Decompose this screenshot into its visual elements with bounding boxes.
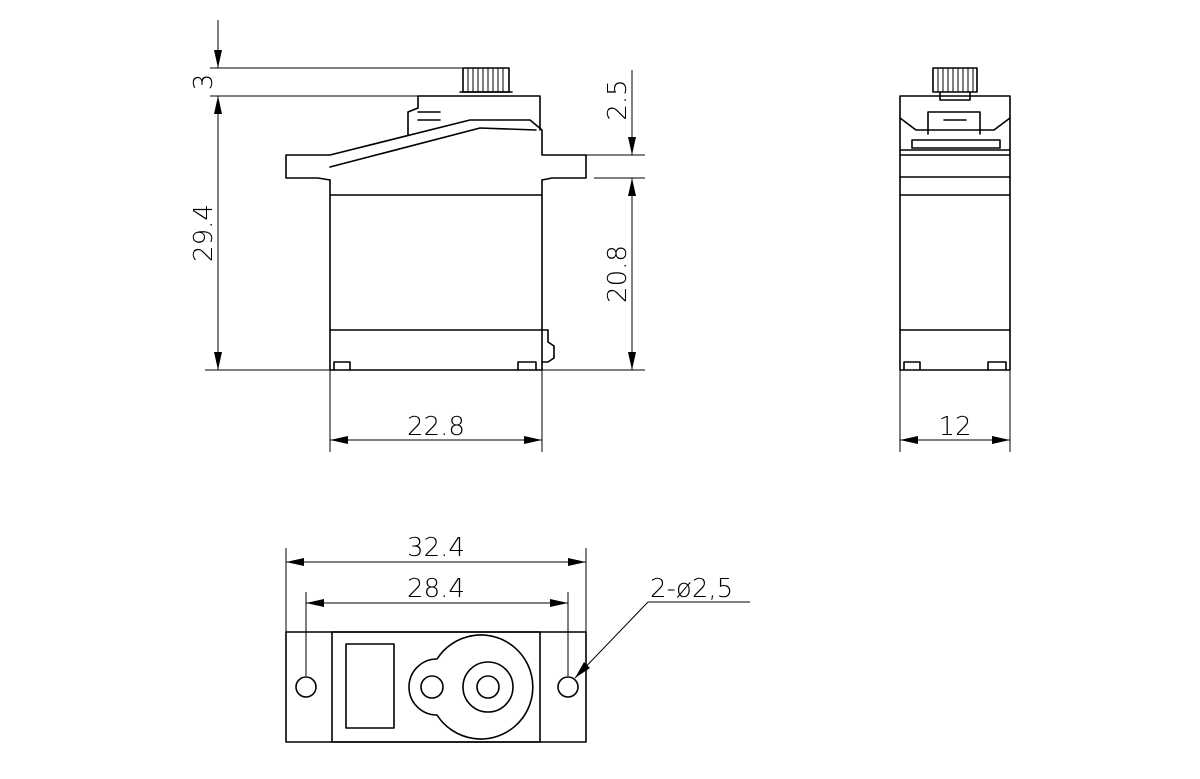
- dim-arrow: [900, 436, 918, 444]
- dim-height-flange: 2.5: [603, 79, 633, 120]
- dim-height-top: 3: [189, 74, 219, 91]
- dim-arrow: [330, 436, 348, 444]
- top-view-idler-boss: [420, 675, 444, 699]
- dim-arrow: [628, 137, 636, 155]
- side-view-spline-teeth: [937, 68, 974, 92]
- dim-height-case: 20.8: [603, 245, 633, 303]
- side-view-foot-left: [903, 361, 921, 371]
- top-view-output-spline: [462, 661, 514, 713]
- dim-arrow: [628, 352, 636, 370]
- top-view-label-window: [345, 643, 395, 729]
- dim-arrow: [992, 436, 1010, 444]
- front-view-bottom-tab: [541, 329, 555, 363]
- side-view-outline: [899, 95, 1011, 371]
- dim-arrow: [306, 599, 324, 607]
- front-view-gear-housing: [407, 95, 541, 136]
- top-view-case-outline: [331, 631, 541, 743]
- front-view-output-spline: [462, 67, 510, 93]
- front-view-case-outline: [329, 179, 543, 371]
- top-view-mount-hole-left: [295, 676, 317, 698]
- top-view-output-screw: [476, 675, 500, 699]
- side-view-foot-right: [987, 361, 1007, 371]
- dim-width-case: 22.8: [407, 412, 465, 442]
- side-view-spline-base: [927, 111, 981, 135]
- top-view: 32.4 28.4 2-ø2,5: [285, 533, 750, 743]
- dim-hole-spacing: 28.4: [407, 574, 465, 604]
- top-view-gear-housing: [408, 634, 534, 740]
- side-view: 12: [899, 67, 1011, 452]
- side-view-housing-chamfer: [899, 117, 1011, 131]
- side-view-flange-slot: [911, 139, 1001, 149]
- dim-arrow: [524, 436, 542, 444]
- dim-arrow: [568, 558, 586, 566]
- side-view-output-spline: [932, 67, 978, 93]
- dim-width-side: 12: [938, 412, 971, 442]
- dim-arrow: [214, 352, 222, 370]
- dim-arrow: [628, 178, 636, 196]
- dim-arrow: [550, 599, 568, 607]
- dim-arrow: [214, 50, 222, 68]
- front-view: 3 29.4 2.5 20.8 22.8: [189, 20, 645, 452]
- top-view-flange-outline: [285, 631, 587, 743]
- side-view-spline-neck: [939, 91, 971, 101]
- front-view-spline-teeth: [467, 68, 504, 92]
- dim-arrow: [214, 96, 222, 114]
- front-view-foot-left: [333, 361, 351, 371]
- front-view-flange-inner-line: [329, 127, 537, 168]
- dim-arrow: [286, 558, 304, 566]
- dim-length-overall: 32.4: [407, 533, 465, 563]
- front-view-mount-flange: [285, 119, 587, 181]
- dim-height-total: 29.4: [189, 204, 219, 262]
- front-view-foot-right: [517, 361, 537, 371]
- hole-callout: 2-ø2,5: [650, 574, 733, 604]
- top-view-mount-hole-right: [557, 676, 579, 698]
- callout-arrow: [575, 662, 590, 678]
